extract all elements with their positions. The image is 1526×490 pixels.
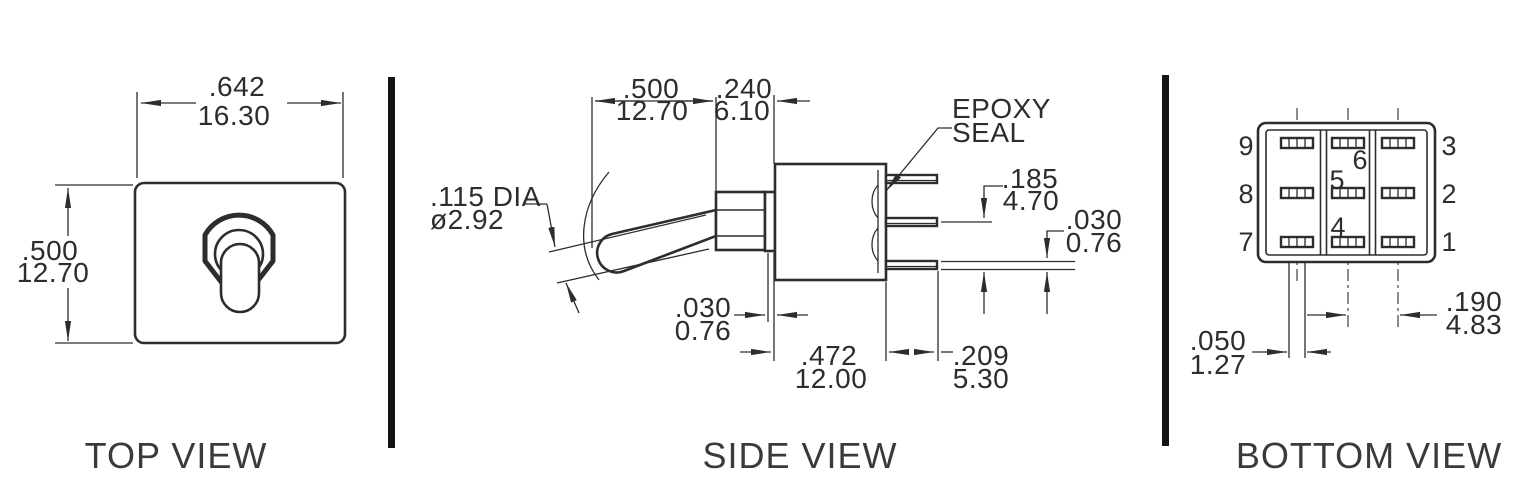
dim-term-thick-in: .030 <box>1066 204 1123 235</box>
pad <box>1279 235 1315 249</box>
bushing-slot-lines <box>716 209 765 237</box>
pin-8: 8 <box>1238 179 1253 209</box>
dim-bracket <box>980 185 1003 218</box>
divider-left <box>388 77 395 448</box>
dim-lever-dia-mm: ø2.92 <box>430 204 504 235</box>
pin-6: 6 <box>1352 145 1367 175</box>
top-view: .642 16.30 .500 12.70 TOP VIEW <box>17 71 347 476</box>
dim-width-mm: 16.30 <box>198 100 271 131</box>
dim-term-len-mm: 5.30 <box>953 363 1010 394</box>
terminal-tab <box>884 259 939 271</box>
pad <box>1330 235 1366 249</box>
dim-lever-len-in: .500 <box>623 73 680 104</box>
pad <box>1380 186 1416 200</box>
dim-arrow <box>546 203 556 248</box>
pin-1: 1 <box>1441 227 1456 257</box>
epoxy-seal-text-2: SEAL <box>952 117 1026 148</box>
housing-inner-outline <box>1265 129 1428 256</box>
pin-3: 3 <box>1441 131 1456 161</box>
dim-body-len-mm: 12.00 <box>795 363 868 394</box>
dim-bushing-in: .240 <box>716 73 773 104</box>
epoxy-seal-fillets <box>871 184 879 262</box>
lever-dia-extension-lines <box>548 214 710 284</box>
dim-spacing-in: .190 <box>1446 286 1503 317</box>
pad <box>1380 235 1416 249</box>
dim-height-mm: 12.70 <box>17 257 90 288</box>
bushing-flange <box>763 190 777 253</box>
side-view-label: SIDE VIEW <box>702 435 897 476</box>
terminal-pads <box>1279 136 1416 249</box>
dim-pitch-mm: 4.70 <box>1003 185 1060 216</box>
pole-divider-lines <box>1319 130 1377 255</box>
pad <box>1330 186 1366 200</box>
pad <box>1330 136 1366 150</box>
toggle-lever-side <box>595 208 718 274</box>
bottom-view-label: BOTTOM VIEW <box>1236 435 1502 476</box>
bottom-view-extension-lines <box>1288 262 1306 358</box>
dim-flange-in: .030 <box>675 292 732 323</box>
dim-flange-mm: 0.76 <box>675 315 732 346</box>
dim-pitch-in: .185 <box>1002 163 1059 194</box>
dim-term-width-mm: 1.27 <box>1190 349 1247 380</box>
top-view-extension-lines <box>55 92 344 344</box>
pin-9: 9 <box>1238 131 1253 161</box>
toggle-lever-top <box>219 242 261 314</box>
dim-height-in: .500 <box>22 235 79 266</box>
pin-2: 2 <box>1441 179 1456 209</box>
terminal-side <box>884 173 939 271</box>
side-view: .500 12.70 .240 6.10 .115 DIA ø2.92 EPOX… <box>430 73 1122 476</box>
dim-term-thick-mm: 0.76 <box>1066 227 1123 258</box>
epoxy-seal-text-1: EPOXY <box>952 93 1051 124</box>
bottom-view: 9 8 7 6 5 4 3 2 1 .050 1.27 .190 4.83 BO… <box>1190 108 1503 476</box>
pin-7: 7 <box>1238 227 1253 257</box>
switch-body-side <box>773 162 888 282</box>
pad <box>1380 136 1416 150</box>
dim-bracket <box>1043 230 1064 258</box>
terminal-tab <box>884 216 939 228</box>
dim-lever-dia-in: .115 DIA <box>430 181 541 212</box>
divider-right <box>1162 75 1169 446</box>
dim-spacing-mm: 4.83 <box>1446 309 1503 340</box>
dim-lever-len-mm: 12.70 <box>616 95 689 126</box>
dim-term-width-in: .050 <box>1190 325 1247 356</box>
side-view-extension-lines <box>591 95 1075 361</box>
pad <box>1279 136 1315 150</box>
bushing-side <box>714 190 767 252</box>
pad <box>1279 186 1315 200</box>
pin-5: 5 <box>1329 165 1344 195</box>
dim-width-in: .642 <box>209 71 266 102</box>
epoxy-leader <box>885 127 952 192</box>
dim-body-len-in: .472 <box>801 340 858 371</box>
dim-arrow <box>565 282 580 314</box>
pin-4: 4 <box>1330 212 1345 242</box>
dim-term-len-in: .209 <box>953 340 1010 371</box>
lever-swing-arc <box>582 171 610 281</box>
dim-bushing-mm: 6.10 <box>714 95 771 126</box>
top-view-label: TOP VIEW <box>85 435 268 476</box>
